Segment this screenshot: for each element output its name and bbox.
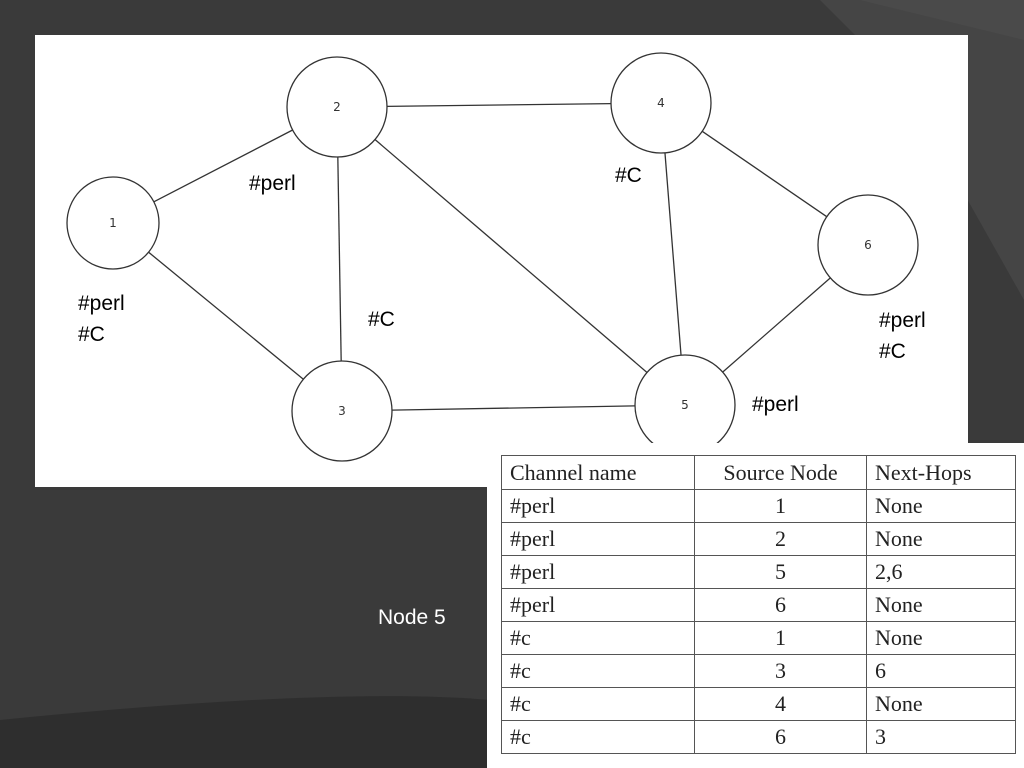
channel-name-cell: #c	[501, 621, 695, 655]
edge-4-5	[664, 152, 682, 356]
node-3-channel-c: #C	[368, 308, 395, 331]
node-1-channel-labels: #perl #C	[78, 288, 125, 350]
edge-4-6	[701, 130, 828, 218]
node-5-channel-labels: #perl	[752, 389, 799, 420]
channel-name-cell: #c	[501, 687, 695, 721]
edge-5-6	[722, 277, 831, 373]
node-5-channel-perl: #perl	[752, 393, 799, 416]
next-hops-cell: 2,6	[866, 555, 1016, 589]
node-6-channel-perl: #perl	[879, 309, 926, 332]
source-node-cell: 6	[694, 588, 867, 622]
edge-2-3	[337, 156, 342, 362]
channel-name-cell: #perl	[501, 588, 695, 622]
channel-name-cell: #perl	[501, 522, 695, 556]
source-node-cell: 5	[694, 555, 867, 589]
network-diagram-panel: 1 2 3 4 5 6 #perl #C #perl #C #C #perl #perl …	[35, 35, 968, 487]
node-2-circle	[286, 56, 388, 158]
next-hops-cell: None	[866, 489, 1016, 523]
channel-name-cell: #perl	[501, 555, 695, 589]
source-node-cell: 4	[694, 687, 867, 721]
edge-2-4	[386, 102, 612, 108]
next-hops-cell: None	[866, 687, 1016, 721]
node-6-channel-labels: #perl #C	[879, 305, 926, 367]
node-1-channel-perl: #perl	[78, 292, 125, 315]
node-6-label: 6	[864, 238, 872, 252]
node-5-label: 5	[681, 398, 689, 412]
channel-name-cell: #perl	[501, 489, 695, 523]
node-4-label: 4	[657, 96, 665, 110]
source-node-cell: 1	[694, 621, 867, 655]
next-hops-cell: None	[866, 522, 1016, 556]
node-6-channel-c: #C	[879, 340, 906, 363]
header-source-node: Source Node	[694, 455, 867, 490]
source-node-cell: 3	[694, 654, 867, 688]
next-hops-cell: 6	[866, 654, 1016, 688]
node-3-channel-labels: #C	[368, 304, 395, 335]
edge-1-2	[153, 129, 293, 203]
node-3-circle	[291, 360, 393, 462]
node-2-channel-perl: #perl	[249, 172, 296, 195]
node-1-channel-c: #C	[78, 323, 105, 346]
channel-name-cell: #c	[501, 720, 695, 754]
node-1-label: 1	[109, 216, 117, 230]
edge-2-5	[374, 139, 648, 373]
node-4-circle	[610, 52, 712, 154]
header-next-hops: Next-Hops	[866, 455, 1016, 490]
source-node-cell: 1	[694, 489, 867, 523]
routing-table: Channel name Source Node Next-Hops #perl…	[501, 455, 1016, 754]
node-4-channel-labels: #C	[615, 160, 642, 191]
node-3-label: 3	[338, 404, 346, 418]
node-4-channel-c: #C	[615, 164, 642, 187]
edge-1-3	[148, 251, 304, 380]
source-node-cell: 2	[694, 522, 867, 556]
next-hops-cell: None	[866, 588, 1016, 622]
node-caption: Node 5	[378, 606, 446, 629]
node-1-circle	[66, 176, 160, 270]
table-header-row: Channel name Source Node Next-Hops	[501, 455, 1016, 490]
next-hops-cell: 3	[866, 720, 1016, 754]
node-2-channel-labels: #perl	[249, 168, 296, 199]
network-graph: 1 2 3 4 5 6	[66, 52, 919, 462]
next-hops-cell: None	[866, 621, 1016, 655]
node-2-label: 2	[333, 100, 341, 114]
routing-table-panel: Channel name Source Node Next-Hops #perl…	[487, 443, 1024, 768]
source-node-cell: 6	[694, 720, 867, 754]
edge-3-5	[391, 405, 636, 411]
header-channel-name: Channel name	[501, 455, 695, 490]
channel-name-cell: #c	[501, 654, 695, 688]
node-6-circle	[817, 194, 919, 296]
